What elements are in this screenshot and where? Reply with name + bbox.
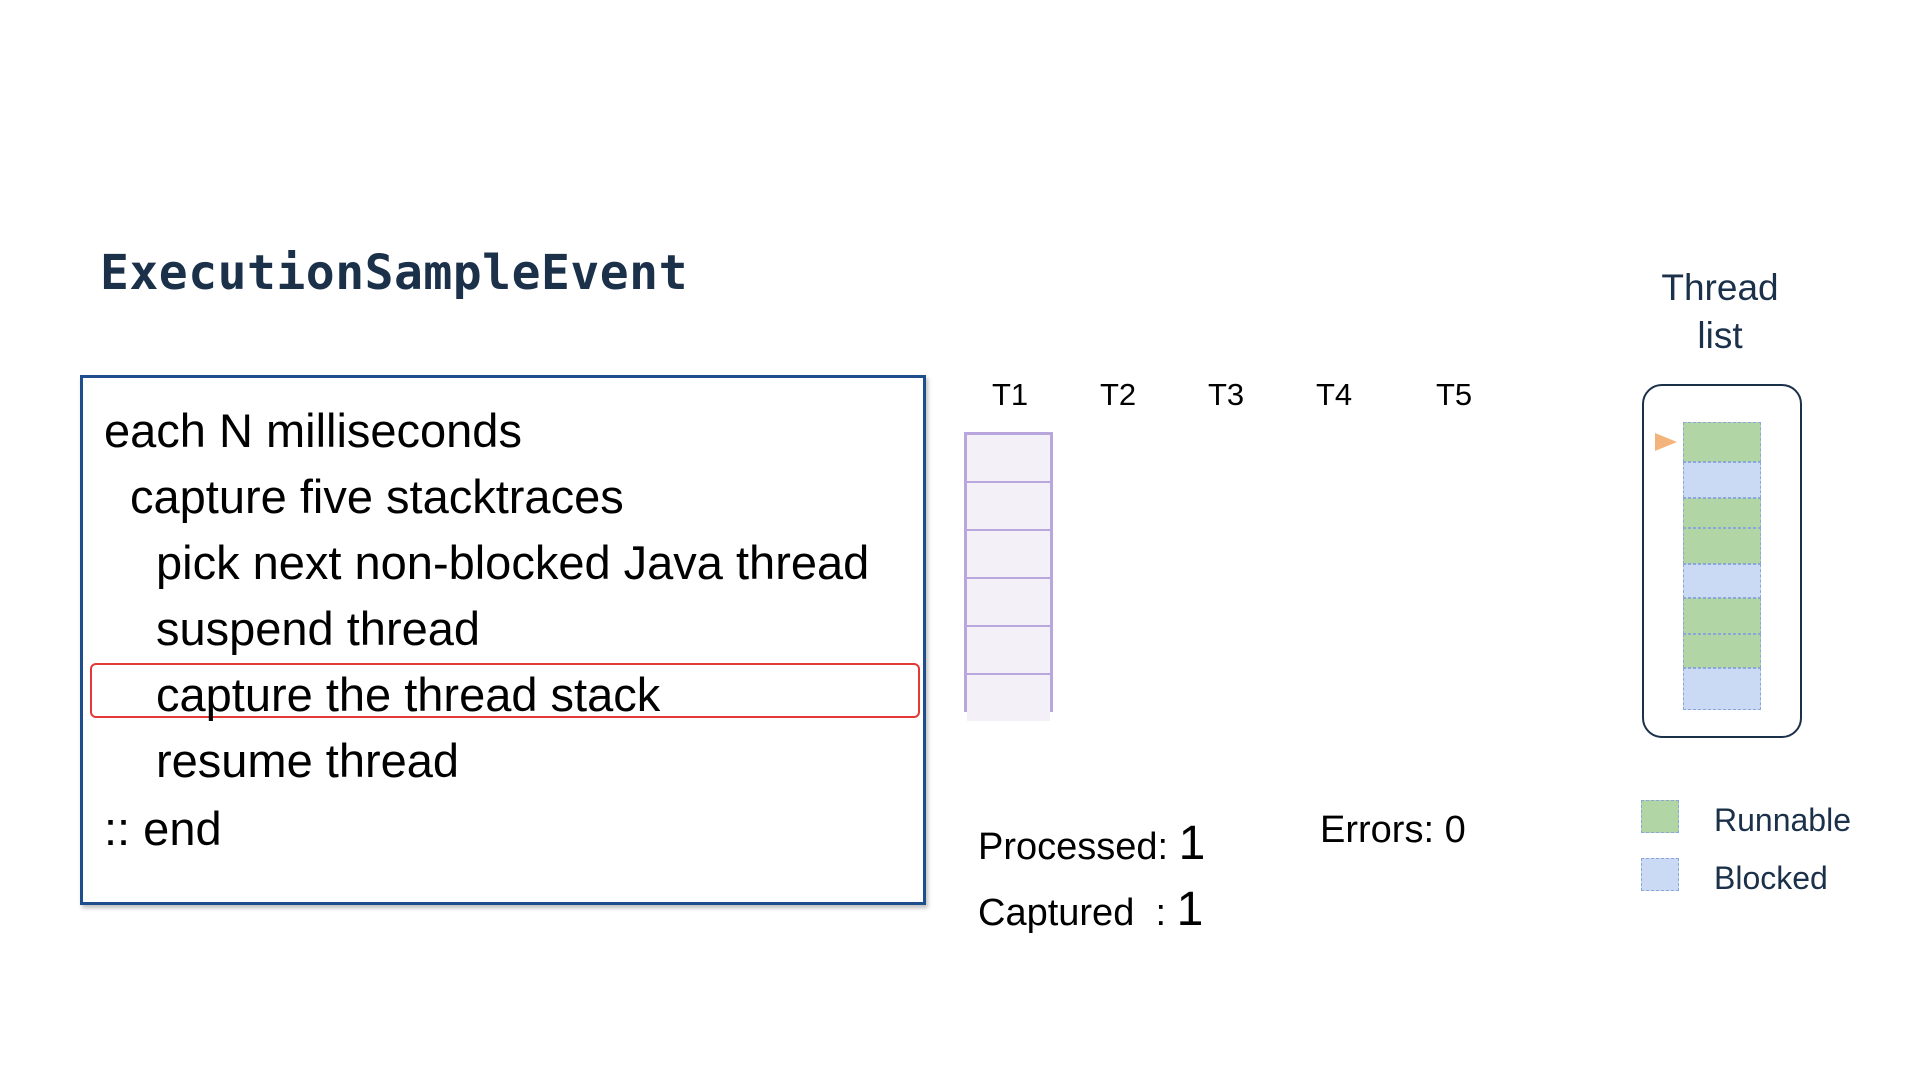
column-label-t4: T4 [1316, 377, 1353, 412]
thread-cell-runnable [1683, 634, 1761, 668]
slide-title: ExecutionSampleEvent [100, 245, 688, 301]
thread-list-title-line2: list [1697, 315, 1743, 356]
errors-label: Errors: [1320, 809, 1434, 851]
code-line-resume: resume thread [156, 734, 460, 787]
captured-label: Captured : [978, 892, 1166, 934]
code-line-each-n-ms: each N milliseconds [104, 404, 522, 457]
legend-blocked-label: Blocked [1714, 860, 1828, 896]
thread-list-frame [1642, 384, 1802, 738]
thread-list-title-line1: Thread [1661, 267, 1779, 308]
legend-blocked-swatch [1641, 858, 1679, 891]
stack-frame [967, 675, 1050, 721]
column-label-t2: T2 [1100, 377, 1137, 412]
thread-cell-blocked [1683, 564, 1761, 598]
stack-frame [967, 531, 1050, 579]
current-step-highlight [90, 663, 920, 718]
t1-stack [964, 432, 1053, 721]
legend-runnable-swatch [1641, 800, 1679, 833]
column-label-t1: T1 [992, 377, 1029, 412]
legend-runnable-label: Runnable [1714, 802, 1851, 838]
processed-value: 1 [1178, 817, 1206, 870]
code-line-capture-five: capture five stacktraces [130, 470, 624, 523]
thread-cell-blocked [1683, 462, 1761, 498]
thread-cell-runnable [1683, 598, 1761, 634]
thread-cell-runnable [1683, 498, 1761, 528]
code-line-suspend: suspend thread [156, 602, 481, 655]
stack-frame [967, 435, 1050, 483]
captured-stat: Captured : 1 [978, 882, 1203, 937]
thread-cell-blocked [1683, 668, 1761, 710]
column-label-t3: T3 [1208, 377, 1245, 412]
errors-value: 0 [1444, 809, 1466, 851]
errors-stat: Errors: 0 [1320, 809, 1466, 852]
stack-frame [967, 483, 1050, 531]
thread-cell-runnable [1683, 422, 1761, 462]
code-line-pick-next: pick next non-blocked Java thread [156, 536, 870, 589]
pseudocode-box: each N milliseconds capture five stacktr… [80, 375, 926, 905]
code-line-end: :: end [104, 802, 222, 855]
code-line-capture-stack: capture the thread stack [156, 668, 661, 721]
thread-list-title: Thread list [1640, 264, 1800, 360]
stack-frame [967, 627, 1050, 675]
processed-stat: Processed: 1 [978, 816, 1205, 871]
thread-cell-runnable [1683, 528, 1761, 564]
captured-value: 1 [1176, 883, 1204, 936]
pointer-arrow-icon [1655, 433, 1677, 451]
column-label-t5: T5 [1436, 377, 1473, 412]
processed-label: Processed: [978, 826, 1169, 868]
stack-frame [967, 579, 1050, 627]
